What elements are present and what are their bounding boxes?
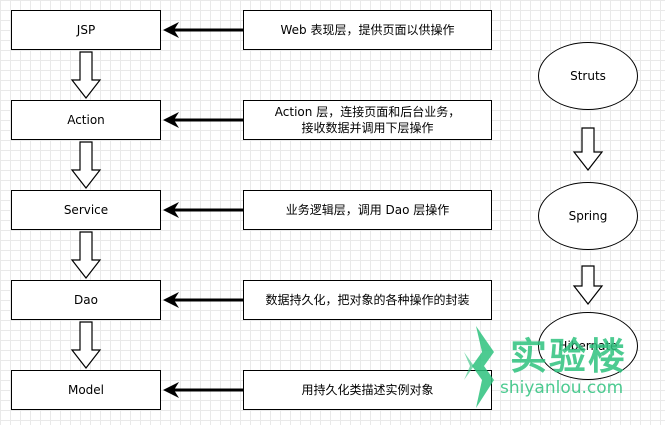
framework-ellipse-hibernate: Hibernate (538, 312, 638, 380)
framework-label-spring: Spring (568, 209, 608, 223)
flow-arrow-action-to-service (70, 141, 102, 189)
note-text-service: 业务逻辑层，调用 Dao 层操作 (285, 202, 450, 217)
note-arrow-model (163, 382, 243, 398)
framework-label-struts: Struts (570, 69, 606, 83)
note-box-service: 业务逻辑层，调用 Dao 层操作 (243, 190, 492, 230)
framework-label-hibernate: Hibernate (558, 339, 618, 353)
note-arrow-jsp (163, 22, 243, 38)
framework-ellipse-spring: Spring (538, 182, 638, 250)
layer-box-service: Service (11, 190, 161, 230)
layer-box-model: Model (11, 370, 161, 410)
note-box-action: Action 层，连接页面和后台业务， 接收数据并调用下层操作 (243, 100, 492, 140)
note-arrow-service (163, 202, 243, 218)
flow-arrow-dao-to-model (70, 321, 102, 369)
watermark: 实验楼 shiyanlou.com (450, 322, 660, 412)
framework-ellipse-struts: Struts (538, 42, 638, 110)
note-text-dao: 数据持久化，把对象的各种操作的封装 (265, 292, 470, 307)
layer-box-action: Action (11, 100, 161, 140)
layer-label-action: Action (67, 112, 105, 127)
note-box-dao: 数据持久化，把对象的各种操作的封装 (243, 280, 492, 320)
note-arrow-dao (163, 292, 243, 308)
note-box-model: 用持久化类描述实例对象 (243, 370, 492, 410)
note-text-model: 用持久化类描述实例对象 (301, 382, 434, 397)
note-text-action-line1: Action 层，连接页面和后台业务， (274, 104, 461, 119)
framework-arrow-spring-to-hibernate (572, 265, 604, 305)
shiyanlou-logo-icon (464, 326, 494, 408)
layer-label-jsp: JSP (76, 22, 96, 37)
watermark-title: 实验楼 (510, 335, 627, 378)
layer-label-model: Model (67, 382, 105, 397)
layer-label-service: Service (63, 202, 109, 217)
layer-label-dao: Dao (74, 292, 98, 307)
note-text-jsp: Web 表现层，提供页面以供操作 (280, 22, 455, 37)
watermark-url: shiyanlou.com (500, 378, 624, 398)
layer-box-jsp: JSP (11, 10, 161, 50)
note-text-action-line2: 接收数据并调用下层操作 (301, 121, 434, 135)
note-box-jsp: Web 表现层，提供页面以供操作 (243, 10, 492, 50)
flow-arrow-service-to-dao (70, 231, 102, 279)
framework-arrow-struts-to-spring (572, 127, 604, 171)
layer-box-dao: Dao (11, 280, 161, 320)
flow-arrow-jsp-to-action (70, 51, 102, 99)
note-arrow-action (163, 112, 243, 128)
